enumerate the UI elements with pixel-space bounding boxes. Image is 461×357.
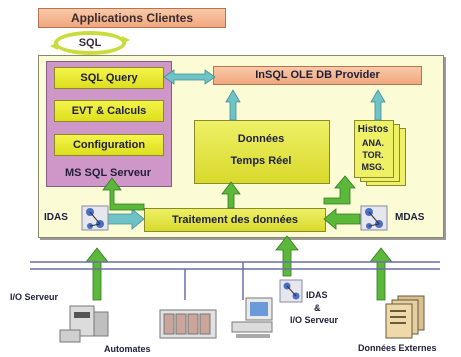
sql-label: SQL — [78, 37, 102, 49]
client-applications-label: Applications Clientes — [70, 11, 194, 25]
processing-to-realtime-arrow — [221, 181, 241, 209]
realtime-to-insql-arrow — [225, 89, 241, 121]
idas-bottom-node-icon — [279, 279, 303, 303]
mdas-to-processing-arrow — [323, 208, 361, 230]
evt-calculs-box: EVT & Calculs — [54, 100, 164, 122]
idas-left-label: IDAS — [44, 212, 68, 223]
histos-title: Histos — [357, 124, 389, 135]
external-up-arrow — [369, 247, 393, 301]
external-documents-icon — [385, 295, 425, 339]
automates-rack-icon — [159, 309, 217, 339]
io-server-device-icon — [59, 305, 109, 343]
configuration-box: Configuration — [54, 134, 164, 156]
idas-io-up-arrow — [275, 235, 299, 277]
data-processing-box: Traitement des données — [144, 208, 326, 232]
histos-msg: MSG. — [361, 162, 385, 172]
realtime-line1: Données — [237, 133, 285, 145]
automates-label: Automates — [104, 344, 151, 354]
idas-node-icon — [81, 205, 109, 231]
sql-ring-arrow-right — [122, 36, 130, 44]
histos-ana: ANA. — [362, 138, 384, 148]
io-server2-label: I/O Serveur — [290, 315, 339, 325]
processing-to-mssql-arrow — [102, 177, 145, 211]
io-server-up-arrow — [85, 247, 109, 301]
histos-sheet-front — [354, 120, 394, 178]
mssql-server-label: MS SQL Serveur — [65, 167, 151, 179]
realtime-data-box — [194, 120, 330, 184]
insql-oledb-provider-box: InSQL OLE DB Provider — [213, 66, 422, 85]
io-server-label: I/O Serveur — [10, 292, 59, 302]
external-data-label: Données Externes — [358, 343, 437, 353]
histos-tor: TOR. — [362, 150, 384, 160]
processing-to-histos-arrow — [323, 175, 356, 205]
realtime-line2: Temps Réel — [230, 155, 292, 167]
idas-to-processing-arrow — [107, 208, 145, 230]
network-bus — [30, 261, 440, 300]
sql-query-box: SQL Query — [54, 67, 164, 89]
mdas-node-icon — [360, 205, 388, 231]
workstation-icon — [231, 297, 273, 338]
mdas-right-label: MDAS — [395, 212, 425, 223]
client-applications-box: Applications Clientes — [38, 8, 226, 28]
histos-to-insql-arrow — [370, 89, 386, 121]
sql-ring-arrow-left — [50, 42, 58, 50]
and-label: & — [314, 303, 321, 313]
idas-bottom-label: IDAS — [306, 290, 328, 300]
sqlquery-insql-arrow — [163, 69, 216, 85]
